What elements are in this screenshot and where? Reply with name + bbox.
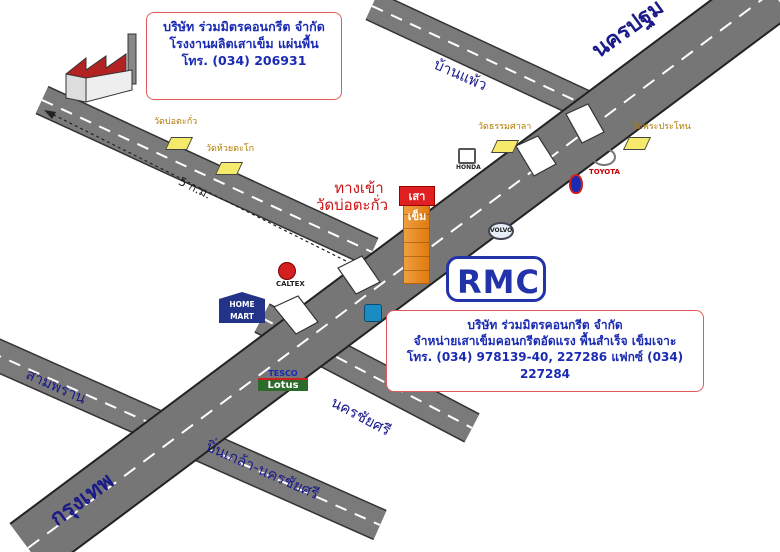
caltex-icon (278, 262, 296, 280)
honda-icon (458, 148, 476, 164)
main-highway (9, 0, 780, 552)
entrance-label: ทางเข้า วัดบ่อตะกั่ว (316, 180, 388, 213)
home-mart-logo: HOME MART (219, 292, 265, 323)
factory-icon (65, 33, 137, 103)
factory-info-box: บริษัท ร่วมมิตรคอนกรีต จำกัด โรงงานผลิตเ… (146, 12, 342, 100)
honda-label: HONDA (456, 164, 481, 171)
temple-label-wat-huai-takhe: วัดห้วยตะโก (206, 144, 255, 154)
office-info-box: บริษัท ร่วมมิตรคอนกรีต จำกัด จำหน่ายเสาเ… (386, 310, 704, 392)
entrance-line2: วัดบ่อตะกั่ว (316, 195, 388, 214)
tesco-label: TESCO (258, 369, 308, 380)
office-phone: โทร. (034) 978139-40, 227286 แฟกซ์ (034)… (406, 350, 684, 381)
lotus-label: Lotus (258, 380, 308, 391)
distance-arrow (44, 110, 349, 263)
factory-company-name: บริษัท ร่วมมิตรคอนกรีต จำกัด (163, 19, 325, 34)
temple-label-wat-tham-sala: วัดธรรมศาลา (478, 122, 532, 132)
toyota-label: TOYOTA (589, 168, 620, 176)
factory-phone: โทร. (034) 206931 (181, 52, 307, 68)
pile-tower-sign: เสาเข็ม (399, 186, 435, 223)
home-mart-label: HOME MART (219, 299, 265, 323)
rmc-logo: RMC (446, 256, 546, 302)
temple-label-wat-bo-takua: วัดบ่อตะกั่ว (154, 117, 198, 127)
wat-bo-takua-road (35, 85, 379, 267)
blue-gas-station-icon (364, 304, 382, 322)
office-description: จำหน่ายเสาเข็มคอนกรีตอัดแรง พื้นสำเร็จ เ… (413, 334, 677, 349)
rmc-logo-text: RMC (457, 263, 540, 301)
pile-tower-icon (403, 200, 430, 284)
ptt-icon (569, 174, 583, 194)
overpass-markers (273, 103, 605, 335)
caltex-label: CALTEX (276, 280, 305, 288)
tesco-lotus-logo: TESCO Lotus (258, 369, 308, 393)
office-company-name: บริษัท ร่วมมิตรคอนกรีต จำกัด (467, 318, 623, 332)
toyota-icon (592, 148, 616, 166)
entrance-line1: ทางเข้า (334, 179, 384, 197)
volvo-label: VOLVO (490, 227, 513, 234)
factory-description: โรงงานผลิตเสาเข็ม แผ่นพื้น (169, 35, 319, 51)
volvo-icon (488, 222, 514, 240)
temple-label-wat-phra-prathon: วัดพระประโทน (632, 122, 691, 132)
